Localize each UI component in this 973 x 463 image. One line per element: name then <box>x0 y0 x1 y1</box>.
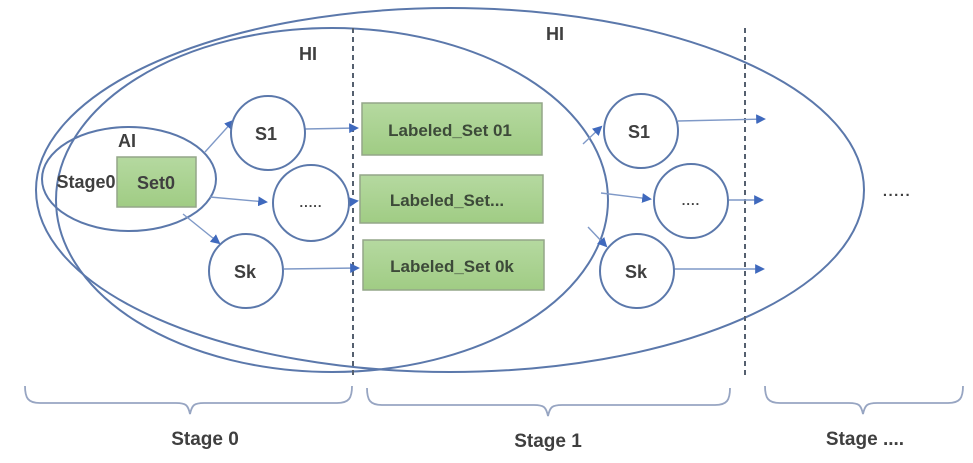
labeled-set-0k-box <box>362 239 545 291</box>
labeled-set-01-box <box>361 102 543 156</box>
ai-ellipse <box>41 126 217 232</box>
arrow-ai-to-sk <box>182 213 221 245</box>
stage0-s1-label: S1 <box>255 124 277 144</box>
stage1-dots-label: .... <box>682 193 700 208</box>
stage1-brace <box>366 387 731 417</box>
stage1-hi-label: HI <box>546 24 564 44</box>
arrow-stage0-to-dots <box>600 192 652 203</box>
stage1-sk-label: Sk <box>625 262 648 282</box>
labeled-set-01-label: Labeled_Set 01 <box>388 121 512 140</box>
set0-box-label: Set0 <box>137 173 175 193</box>
stage0-brace-label: Stage 0 <box>171 429 239 450</box>
stage0-dots-circle <box>272 164 350 242</box>
stage0-sk-label: Sk <box>234 262 257 282</box>
arrow-s1-to-next-stage <box>677 114 766 125</box>
stage1-brace-label: Stage 1 <box>514 431 582 452</box>
future-stage-brace-label: Stage .... <box>826 429 904 450</box>
set0-box <box>116 156 197 208</box>
stage1-hi-ellipse <box>35 7 865 373</box>
stage0-hi-label: HI <box>299 44 317 64</box>
stage1-dots-circle <box>653 163 729 239</box>
labeled-set-dots-label: Labeled_Set... <box>390 191 504 210</box>
labeled-set-dots-box <box>359 174 544 224</box>
arrow-stage0-to-sk <box>587 226 608 248</box>
labeled-set-0k-label: Labeled_Set 0k <box>390 257 514 276</box>
arrow-ai-to-s1 <box>204 119 235 153</box>
stage0-ellipse-text: Stage0 <box>56 172 115 192</box>
stage1-s1-label: S1 <box>628 122 650 142</box>
stage0-s1-circle <box>230 95 306 171</box>
stage1-sk-circle <box>599 233 675 309</box>
arrow-s1-to-labeledset1 <box>304 123 359 134</box>
arrow-dots-to-labeledsetdots <box>348 197 359 207</box>
stage0-hi-ellipse <box>55 27 609 373</box>
future-stage-dots: ..... <box>883 183 911 200</box>
arrow-ai-to-dots <box>209 196 268 207</box>
arrow-stage0-to-s1 <box>582 125 603 145</box>
ai-label: AI <box>118 131 136 151</box>
future-stage-brace <box>764 385 964 415</box>
stage0-brace <box>24 385 353 415</box>
arrow-sk-to-labeledsetk <box>283 263 360 274</box>
stage0-dots-label: ..... <box>299 195 322 210</box>
stage1-s1-circle <box>603 93 679 169</box>
stage0-sk-circle <box>208 233 284 309</box>
